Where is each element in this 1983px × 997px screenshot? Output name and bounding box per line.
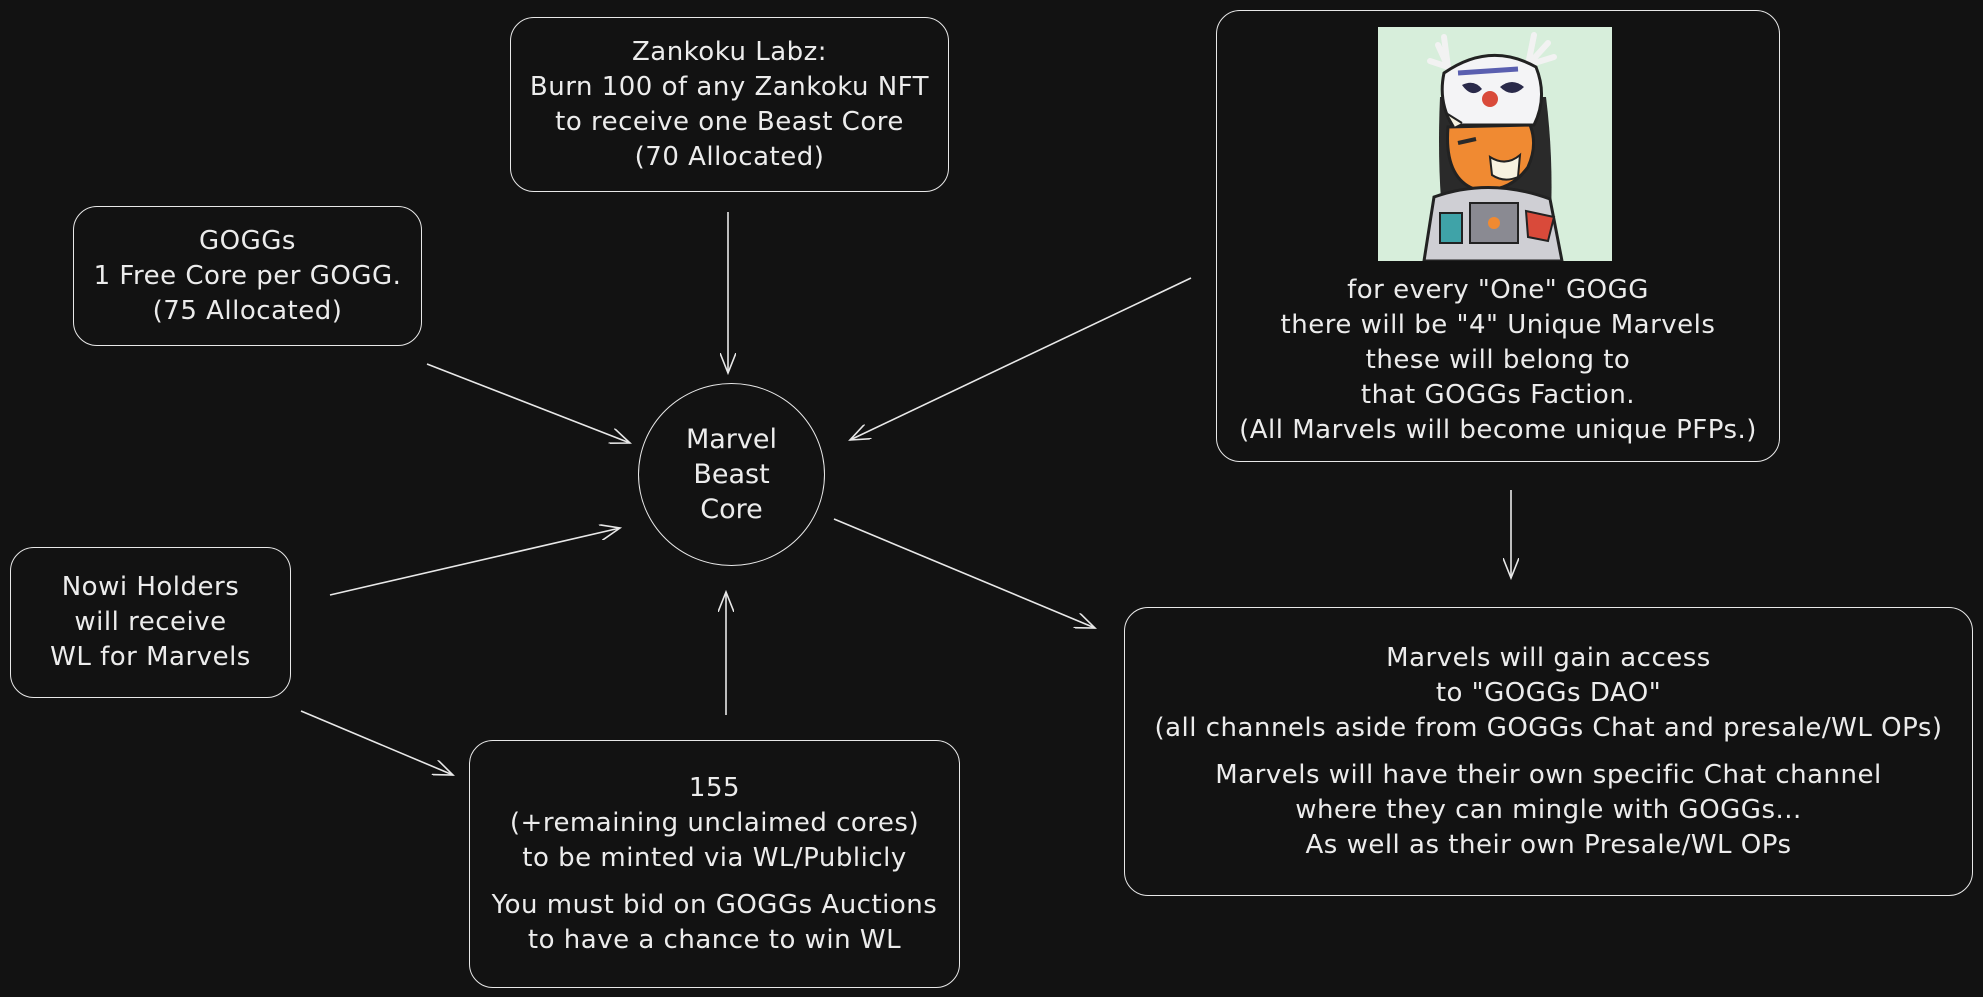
mint-count: 155 <box>688 772 741 803</box>
dao-line3: (all channels aside from GOGGs Chat and … <box>1154 712 1943 743</box>
dao-line2: to "GOGGs DAO" <box>1435 677 1662 708</box>
arrow-nowi-to-core <box>329 528 620 596</box>
dao-line5: where they can mingle with GOGGs... <box>1295 794 1802 825</box>
nowi-holders-node: Nowi Holders will receive WL for Marvels <box>10 547 291 698</box>
arrow-core-to-dao <box>833 518 1095 628</box>
goggs-node: GOGGs 1 Free Core per GOGG. (75 Allocate… <box>73 206 422 346</box>
mint-line3: to be minted via WL/Publicly <box>522 842 907 873</box>
beast-core-label-line2: Beast <box>693 459 770 490</box>
nowi-line3: WL for Marvels <box>50 642 251 672</box>
dao-line4: Marvels will have their own specific Cha… <box>1215 759 1882 790</box>
zankoku-title: Zankoku Labz: <box>631 36 828 67</box>
arrow-faction-to-core <box>850 277 1192 440</box>
zankoku-labz-node: Zankoku Labz: Burn 100 of any Zankoku NF… <box>510 17 949 192</box>
goggs-line2: 1 Free Core per GOGG. <box>93 260 402 291</box>
mint-line2: (+remaining unclaimed cores) <box>509 807 920 838</box>
mint-node: 155 (+remaining unclaimed cores) to be m… <box>469 740 960 988</box>
mint-line5: to have a chance to win WL <box>527 924 902 955</box>
goggs-faction-node: for every "One" GOGG there will be "4" U… <box>1216 10 1780 462</box>
beast-core-label-line1: Marvel <box>685 424 778 455</box>
beast-core-label-line3: Core <box>700 494 763 525</box>
mint-line4: You must bid on GOGGs Auctions <box>491 889 938 920</box>
zankoku-line3: to receive one Beast Core <box>555 106 904 137</box>
faction-line1: for every "One" GOGG <box>1347 275 1649 305</box>
faction-line5: (All Marvels will become unique PFPs.) <box>1239 415 1757 445</box>
nowi-line2: will receive <box>74 607 227 637</box>
marvel-pfp-image <box>1378 27 1612 261</box>
zankoku-line2: Burn 100 of any Zankoku NFT <box>529 71 930 102</box>
goggs-dao-node: Marvels will gain access to "GOGGs DAO" … <box>1124 607 1973 896</box>
nowi-line1: Nowi Holders <box>61 572 240 602</box>
faction-line4: that GOGGs Faction. <box>1360 380 1636 410</box>
dao-line6: As well as their own Presale/WL OPs <box>1305 829 1792 860</box>
goggs-line3: (75 Allocated) <box>152 295 343 326</box>
goggs-title: GOGGs <box>199 225 296 256</box>
faction-line3: these will belong to <box>1365 345 1631 375</box>
faction-line2: there will be "4" Unique Marvels <box>1280 310 1716 340</box>
beast-core-node: Marvel Beast Core <box>638 383 825 566</box>
zankoku-line4: (70 Allocated) <box>634 141 825 172</box>
dao-line1: Marvels will gain access <box>1386 642 1711 673</box>
arrow-nowi-to-mint <box>300 710 453 775</box>
arrow-goggs-to-core <box>426 363 630 443</box>
